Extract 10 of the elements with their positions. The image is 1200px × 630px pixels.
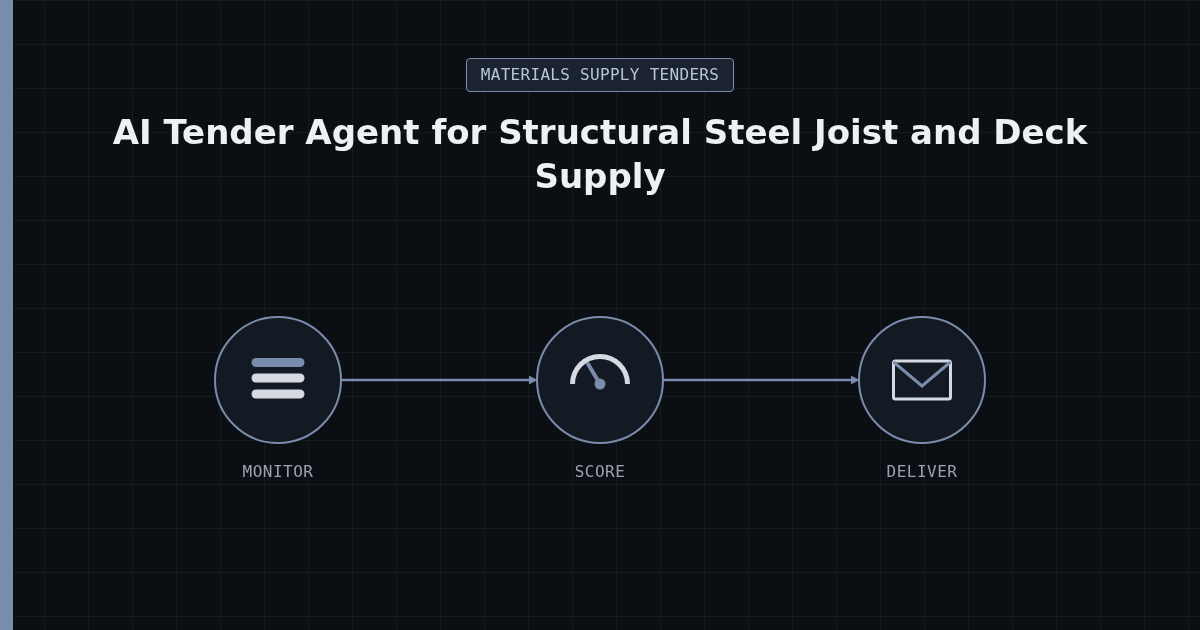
circle-node (536, 316, 664, 444)
circle-node (858, 316, 986, 444)
title: AI Tender Agent for Structural Steel Joist and Deck Supply (111, 111, 1089, 198)
arrow (341, 375, 538, 385)
node-caption: DELIVER (886, 462, 958, 481)
node-caption: SCORE (574, 462, 626, 481)
arrow (663, 375, 860, 385)
circle-node (214, 316, 342, 444)
node-caption: MONITOR (242, 462, 314, 481)
category-badge: MATERIALS SUPPLY TENDERS (465, 58, 735, 92)
